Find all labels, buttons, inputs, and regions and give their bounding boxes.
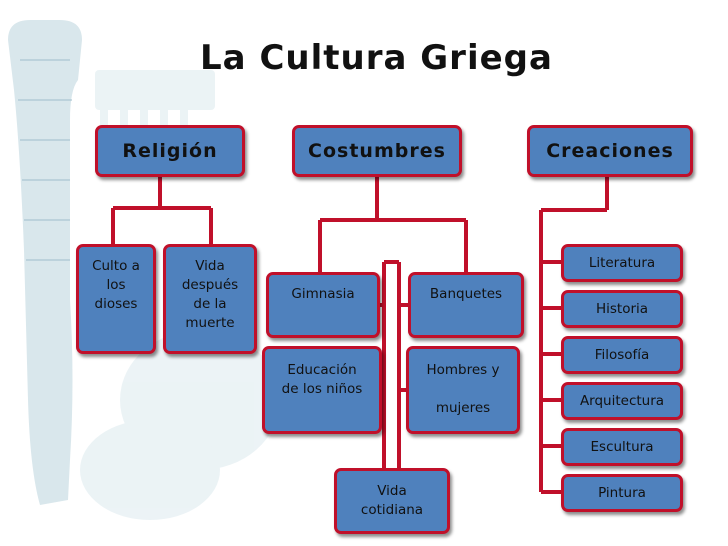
historia-box: Historia bbox=[561, 290, 683, 328]
vida-despues-box: Vida después de la muerte bbox=[163, 244, 257, 354]
literatura-box: Literatura bbox=[561, 244, 683, 282]
gimnasia-box: Gimnasia bbox=[266, 272, 380, 338]
gimnasia-label: Gimnasia bbox=[291, 286, 355, 302]
culto-dioses-label: Culto a los dioses bbox=[92, 258, 140, 312]
hombres-mujeres-box: Hombres y mujeres bbox=[406, 346, 520, 434]
escultura-label: Escultura bbox=[590, 438, 654, 455]
culto-dioses-box: Culto a los dioses bbox=[76, 244, 156, 354]
pintura-label: Pintura bbox=[598, 484, 646, 501]
religion-header: Religión bbox=[95, 125, 245, 177]
vida-despues-label: Vida después de la muerte bbox=[181, 258, 239, 331]
vida-cotidiana-label: Vida cotidiana bbox=[360, 483, 424, 518]
banquetes-box: Banquetes bbox=[408, 272, 524, 338]
filosofia-box: Filosofía bbox=[561, 336, 683, 374]
banquetes-label: Banquetes bbox=[429, 286, 503, 302]
literatura-label: Literatura bbox=[588, 254, 656, 271]
pintura-box: Pintura bbox=[561, 474, 683, 512]
costumbres-header: Costumbres bbox=[292, 125, 462, 177]
hombres-mujeres-label: Hombres y mujeres bbox=[426, 362, 500, 416]
arquitectura-label: Arquitectura bbox=[579, 392, 665, 409]
arquitectura-box: Arquitectura bbox=[561, 382, 683, 420]
religion-header-label: Religión bbox=[122, 140, 218, 162]
escultura-box: Escultura bbox=[561, 428, 683, 466]
educacion-label: Educación de los niños bbox=[281, 362, 363, 397]
filosofia-label: Filosofía bbox=[594, 346, 650, 363]
educacion-box: Educación de los niños bbox=[262, 346, 382, 434]
costumbres-header-label: Costumbres bbox=[308, 140, 446, 162]
page-title: La Cultura Griega bbox=[200, 38, 553, 78]
historia-label: Historia bbox=[595, 300, 649, 317]
vida-cotidiana-box: Vida cotidiana bbox=[334, 468, 450, 534]
creaciones-header: Creaciones bbox=[527, 125, 693, 177]
creaciones-header-label: Creaciones bbox=[546, 140, 674, 162]
